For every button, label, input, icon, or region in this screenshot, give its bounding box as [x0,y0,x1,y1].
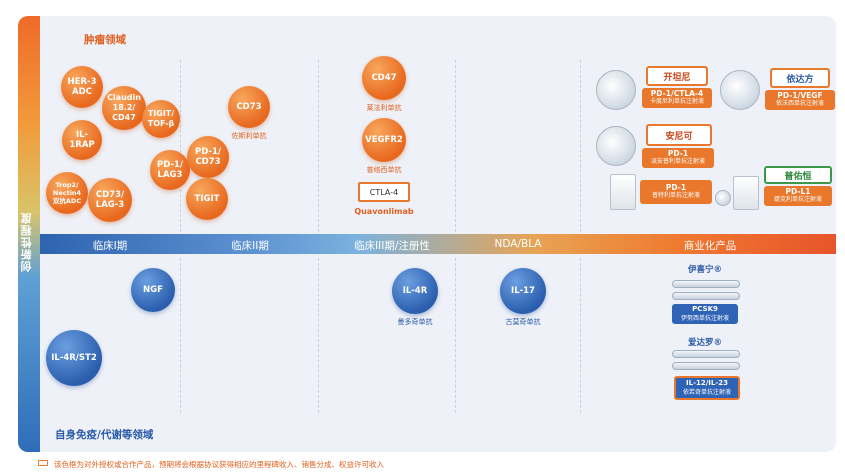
vial-image [715,190,731,206]
product-label: IL-12/IL-23 依若奇单抗注射液 [674,376,740,400]
bubble-cd73-lag3: CD73/ LAG-3 [88,178,132,222]
brand-yidafang: 依达方 [770,68,830,88]
caption-il17: 古莫奇单抗 [505,318,541,326]
product-label: PCSK9 伊努西单抗注射液 [672,304,738,324]
bubble-ngf: NGF [131,268,175,312]
product-name: 伊努西单抗注射液 [680,315,729,322]
syringe-image [672,350,740,358]
vial-image [720,70,760,110]
product-name: 依沃西单抗注射液 [775,100,824,107]
bubble-trop2-nectin4: Trop2/ Nectin4 双抗ADC [46,172,88,214]
brand-kaitanni: 开坦尼 [646,66,708,86]
bubble-il4r-st2: IL-4R/ST2 [46,330,102,386]
product-label: PD-1 派安普利单抗注射液 [642,148,714,168]
product-target: PD-L1 [785,187,811,196]
product-target: PD-1 [667,149,689,158]
separator [180,60,181,232]
separator [580,60,581,232]
separator [318,258,319,413]
phase-label: 商业化产品 [683,240,737,252]
ctla4-box: CTLA-4 [358,182,410,202]
brand-annike: 安尼可 [646,124,712,146]
product-label: PD-L1 缇克利单抗注射液 [764,186,832,206]
separator [180,258,181,413]
caption-il4r: 曼多奇单抗 [397,318,433,326]
package-image [610,174,636,210]
phase-label: 临床II期 [231,240,269,252]
vial-image [596,126,636,166]
product-target: IL-12/IL-23 [686,379,728,387]
separator [455,60,456,232]
separator [455,258,456,413]
product-name: 依若奇单抗注射液 [682,389,731,396]
product-name: 派安普利单抗注射液 [650,158,705,165]
syringe-image [672,280,740,288]
phase-label: NDA/BLA [494,238,542,250]
brand-aidaluo: 爱达罗® [687,338,722,348]
package-image [733,176,759,210]
phase-bar [40,234,836,254]
bubble-tigit-tgfb: TIGIT/ TOF-β [142,100,180,138]
bubble-il17: IL-17 [500,268,546,314]
syringe-image [672,362,740,370]
separator [580,258,581,413]
oncology-title: 肿瘤领域 [84,34,126,46]
product-label: PD-1/CTLA-4 卡度尼利单抗注射液 [642,88,712,108]
bubble-pd1-lag3: PD-1/ LAG3 [150,150,190,190]
phase-label: 临床I期 [92,240,128,252]
product-target: PD-1/VEGF [777,91,823,100]
bubble-her3-adc: HER-3 ADC [61,66,103,108]
y-axis-label: 创新性程度 [20,212,33,272]
brand-puyouheng: 普佑恒 [764,166,832,184]
autoimmune-title: 自身免疫/代谢等领域 [55,429,154,441]
vial-image [596,70,636,110]
bubble-il1rap: IL- 1RAP [62,120,102,160]
bubble-cd47: CD47 [362,56,406,100]
brand-yixining: 伊喜宁® [687,265,722,275]
bubble-il4r: IL-4R [392,268,438,314]
bubble-claudin-cd47: Claudin 18.2/ CD47 [102,86,146,130]
syringe-image [672,292,740,300]
legend-box-icon [38,460,48,466]
phase-label: 临床III期/注册性 [354,240,430,252]
caption-vegfr2: 普络西单抗 [366,166,402,174]
product-name: 普特利单抗注射液 [651,192,700,199]
caption-cd47: 莱法利单抗 [366,104,402,112]
bubble-vegfr2: VEGFR2 [362,118,406,162]
product-target: PD-1 [665,183,687,192]
caption-cd73: 佐斯利单抗 [231,132,267,140]
product-target: PD-1/CTLA-4 [650,89,704,98]
caption-quavonlimab: Quavonlimab [354,207,414,216]
product-target: PCSK9 [692,305,718,313]
separator [318,60,319,232]
product-name: 卡度尼利单抗注射液 [649,98,704,105]
bubble-tigit: TIGIT [186,178,228,220]
product-label: PD-1 普特利单抗注射液 [640,180,712,204]
footnote: 该色框为对外授权或合作产品，预期将会根据协议获得相应的里程碑收入、销售分成、权益… [54,460,384,469]
product-label: PD-1/VEGF 依沃西单抗注射液 [765,90,835,110]
innovation-axis [18,16,40,452]
bubble-pd1-cd73: PD-1/ CD73 [187,136,229,178]
bubble-cd73: CD73 [228,86,270,128]
product-name: 缇克利单抗注射液 [773,196,822,203]
